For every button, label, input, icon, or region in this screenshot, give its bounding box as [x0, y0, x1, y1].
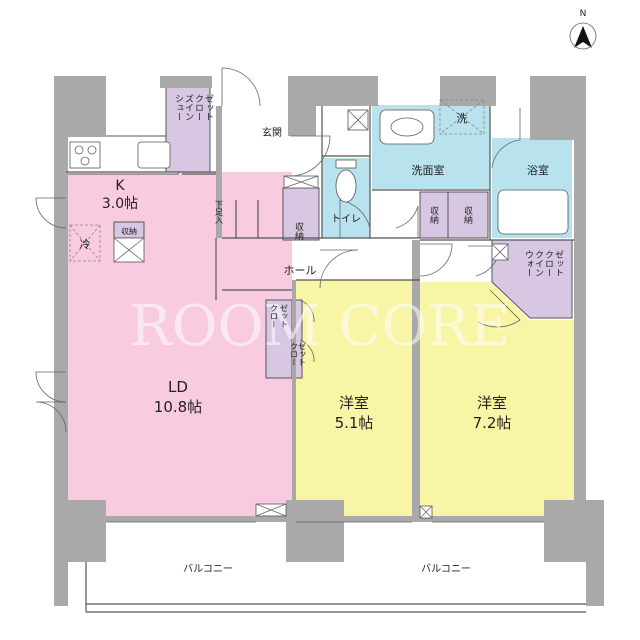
- walls: [54, 76, 604, 606]
- storage-b-label: 収納: [428, 205, 439, 225]
- toilet-label: トイレ: [331, 214, 361, 225]
- balcony-left-label: バルコニー: [183, 563, 233, 575]
- shoe-closet-line-1: シュー: [173, 94, 183, 121]
- watermark: ROOM CORE: [130, 294, 511, 359]
- fixtures: [69, 99, 569, 519]
- walkin-closet-line-3: クロー: [543, 250, 553, 277]
- room-fills: [65, 85, 574, 518]
- balcony-right-label: バルコニー: [421, 563, 471, 575]
- shoe-closet-line-3: クロー: [193, 94, 203, 121]
- washroom-label: 洗面室: [412, 163, 445, 177]
- room-labels: K 3.0帖 LD 10.8帖 洋室 5.1帖 洋室 7.2帖 玄関 ホール ト…: [80, 93, 564, 575]
- closet-b-line-2: ゼット: [298, 342, 307, 366]
- hall-label: ホール: [284, 264, 317, 277]
- room2-name: 洋室: [477, 394, 507, 412]
- walkin-closet-line-2: クイン: [533, 250, 544, 277]
- washbasin-icon: [379, 109, 435, 145]
- shoe-closet-line-4: ゼット: [203, 94, 214, 121]
- room1-size: 5.1帖: [335, 414, 374, 432]
- entrance-label: 玄関: [262, 126, 282, 139]
- toilet-icon: [335, 169, 357, 203]
- compass-label: N: [580, 9, 587, 19]
- door-swings: [35, 67, 521, 433]
- north-arrow-icon: [574, 26, 592, 48]
- compass: N: [569, 9, 597, 50]
- walkin-closet-line-4: ゼット: [553, 250, 564, 277]
- ld-lower-right: [222, 250, 292, 518]
- shoe-closet-line-2: ズイン: [183, 93, 194, 121]
- partitions: [66, 106, 574, 300]
- room2-size: 7.2帖: [473, 414, 512, 432]
- stove-icon: [69, 141, 101, 169]
- shoe-closet-area: [165, 85, 211, 173]
- closet-a-line-1: クロー: [270, 304, 279, 328]
- closet-a-line-2: ゼット: [280, 304, 289, 328]
- room2-area: [420, 282, 574, 518]
- room1-area: [295, 280, 415, 518]
- bathroom-label: 浴室: [527, 163, 549, 177]
- ld-name: LD: [168, 378, 188, 396]
- kitchen-sink-icon: [137, 141, 171, 169]
- storage-k-label: 収納: [121, 226, 137, 236]
- closet-b-line-1: クロー: [290, 342, 299, 366]
- k-name: K: [115, 178, 125, 194]
- washer-label: 洗: [457, 112, 468, 125]
- storage-a-label: 収納: [293, 221, 304, 241]
- k-size: 3.0帖: [102, 196, 138, 212]
- washer-icon: [439, 99, 485, 135]
- bathtub-icon: [497, 189, 569, 235]
- room1-name: 洋室: [339, 394, 369, 412]
- storage-c-label: 収納: [462, 205, 473, 225]
- shoebox-label: 下足入: [215, 200, 224, 224]
- walkin-closet-line-1: ウォー: [523, 250, 533, 277]
- storage-c-area: [447, 191, 489, 239]
- fridge-label: 冷: [80, 238, 91, 251]
- ld-size: 10.8帖: [154, 398, 202, 416]
- closet-a-area: [265, 299, 293, 379]
- fridge-icon: [69, 224, 101, 262]
- balcony: [85, 521, 586, 613]
